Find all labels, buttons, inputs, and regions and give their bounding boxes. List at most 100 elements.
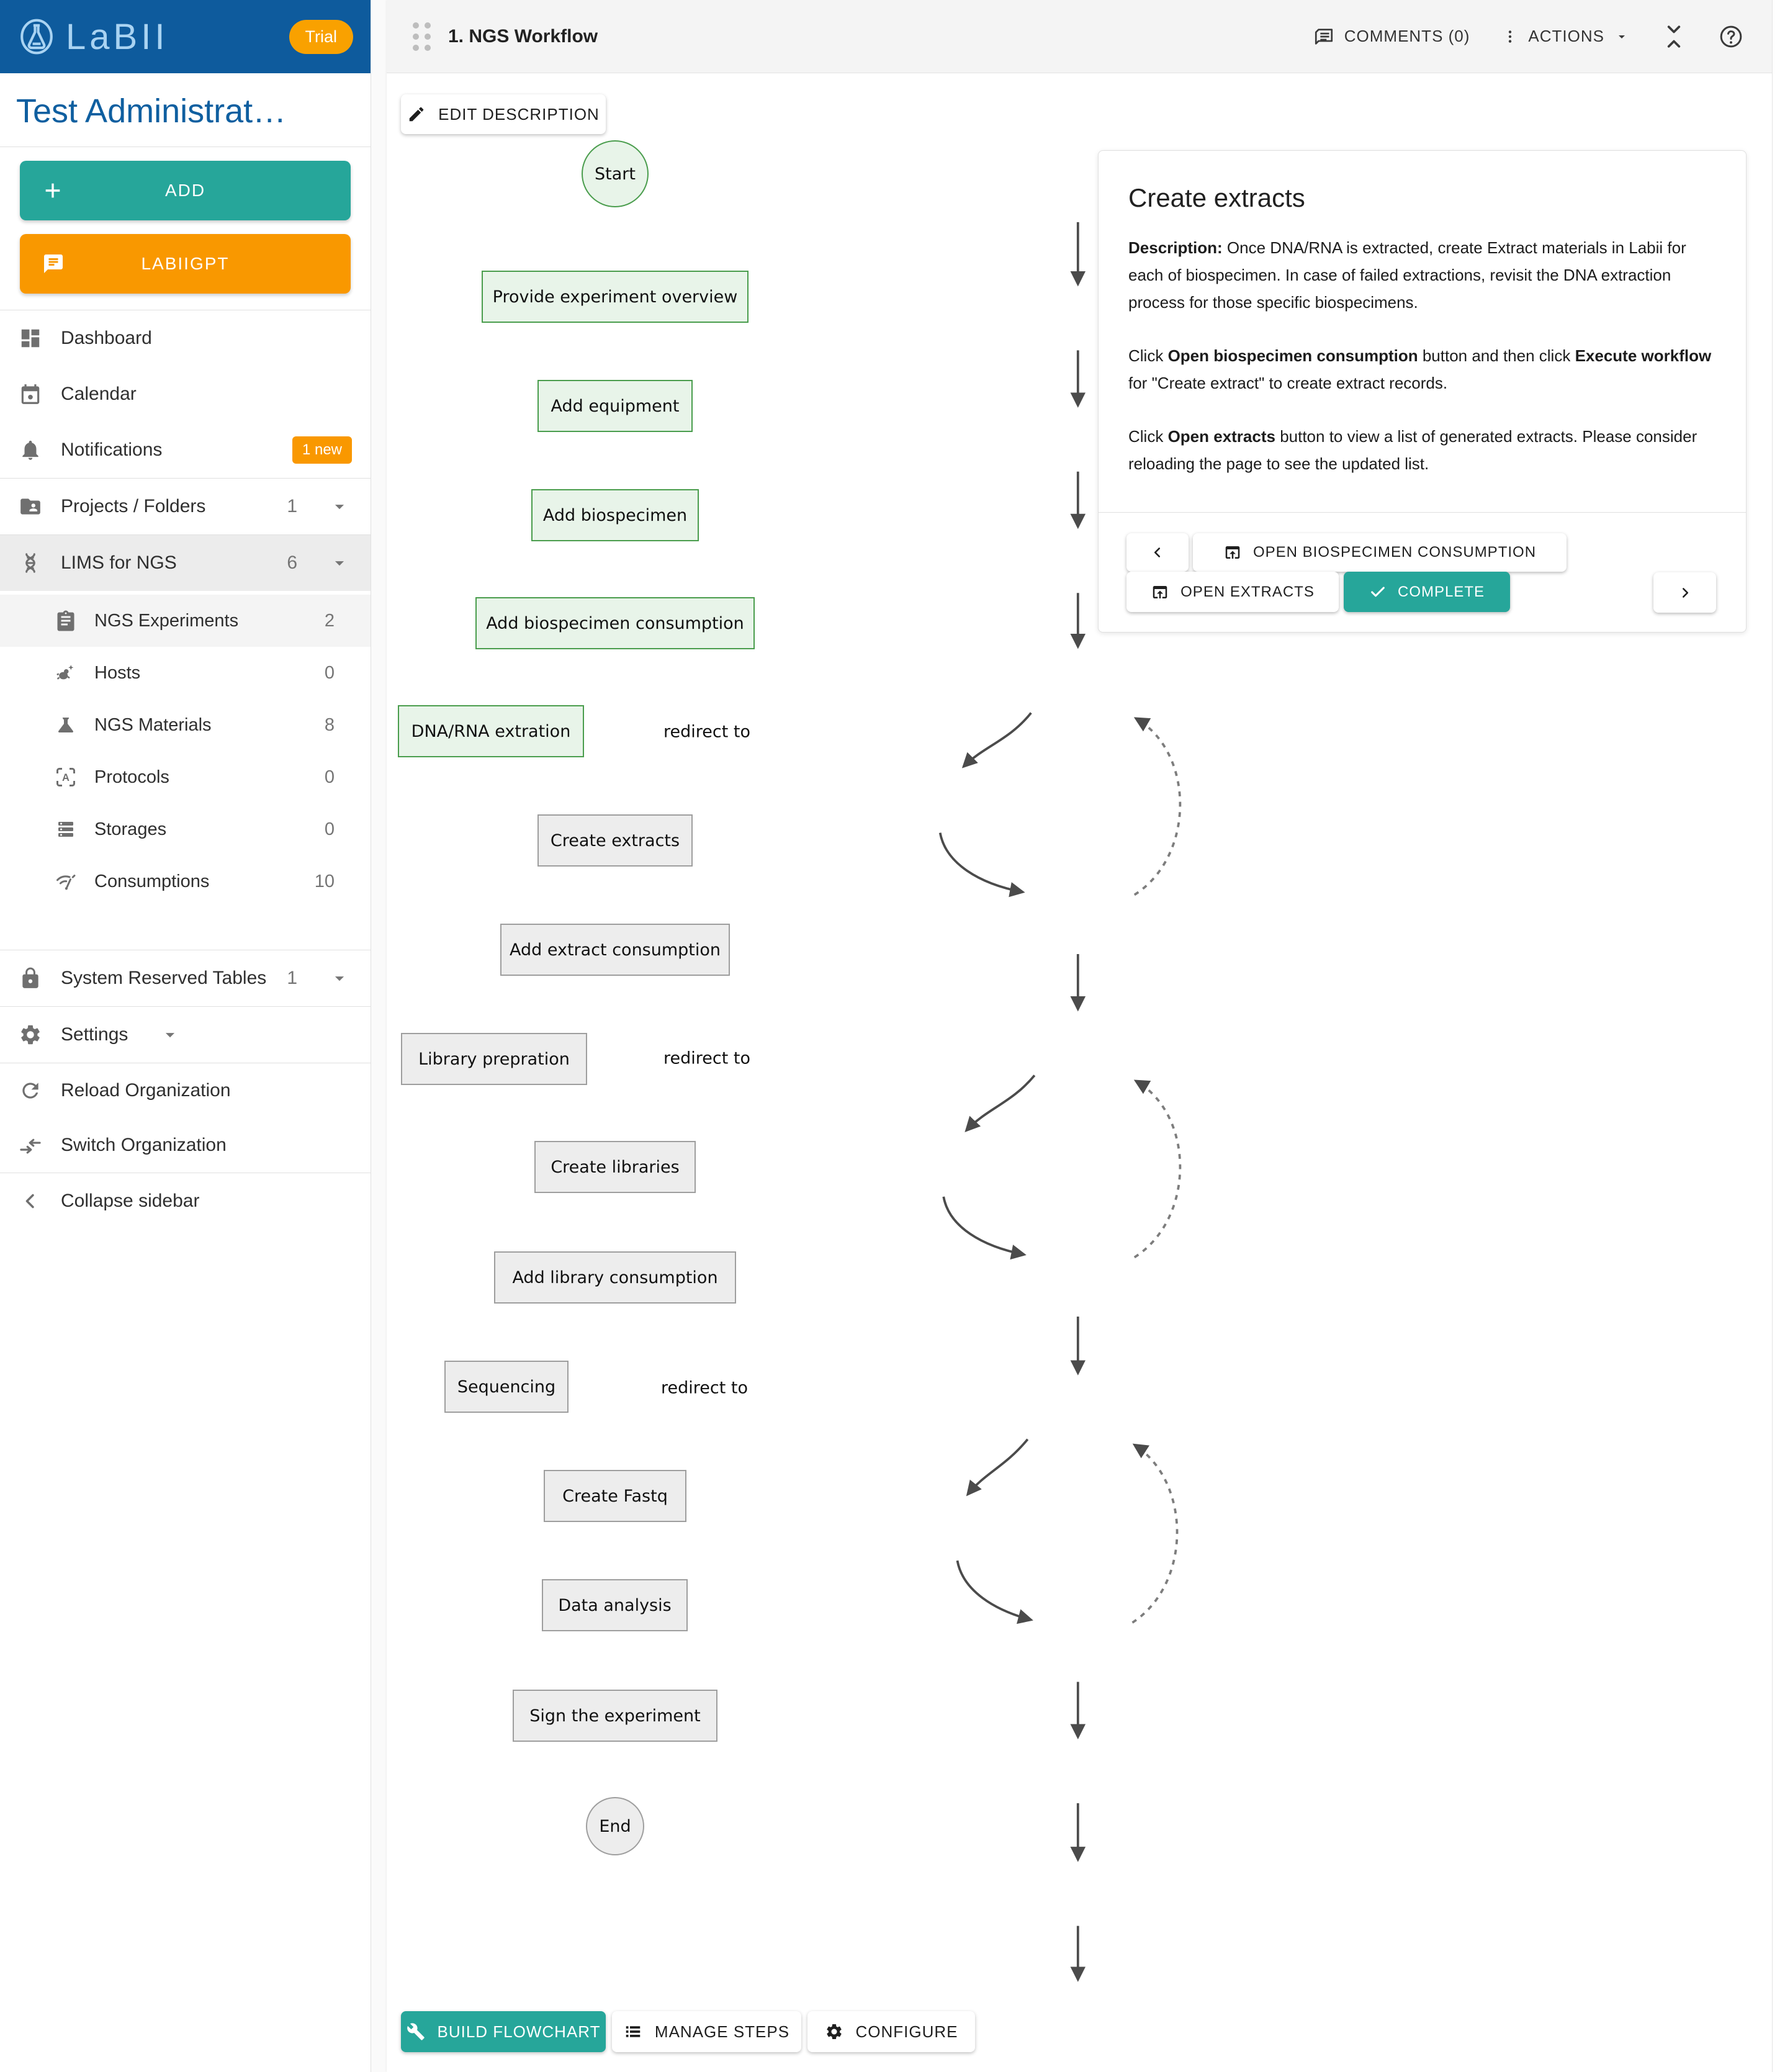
- sidebar-item-reload-organization[interactable]: Reload Organization: [0, 1063, 371, 1118]
- sidebar-item-storages[interactable]: Storages 0: [0, 803, 371, 855]
- folder-shared-icon: [19, 495, 42, 518]
- workflow-header: 1. NGS Workflow COMMENTS (0) ACTI: [387, 0, 1772, 73]
- lock-icon: [19, 966, 42, 990]
- help-icon[interactable]: [1719, 24, 1743, 49]
- flow-node-library-prepration[interactable]: Library prepration: [401, 1033, 587, 1085]
- sidebar-item-projects[interactable]: Projects / Folders 1: [0, 479, 371, 534]
- plus-icon: [42, 180, 63, 201]
- flow-node-add-extract-consumption[interactable]: Add extract consumption: [500, 924, 730, 976]
- clipboard-icon: [55, 610, 77, 632]
- flow-node-create-libraries[interactable]: Create libraries: [534, 1141, 696, 1193]
- flask-icon: [55, 714, 77, 736]
- sidebar-item-notifications[interactable]: Notifications 1 new: [0, 422, 371, 478]
- chevron-down-icon[interactable]: [327, 968, 352, 989]
- add-button[interactable]: ADD: [20, 161, 351, 220]
- edge-label-redirect-to: redirect to: [656, 719, 758, 744]
- gear-icon: [19, 1023, 42, 1047]
- collapse-section-icon[interactable]: [1661, 24, 1686, 49]
- refresh-icon: [19, 1079, 42, 1102]
- previous-step-button[interactable]: [1126, 533, 1189, 572]
- chevron-down-icon[interactable]: [158, 1024, 182, 1045]
- step-description: Description: Once DNA/RNA is extracted, …: [1099, 213, 1746, 477]
- sidebar-item-ngs-experiments[interactable]: NGS Experiments 2: [0, 595, 371, 647]
- open-in-browser-icon: [1223, 543, 1242, 562]
- projects-count: 1: [287, 496, 297, 516]
- edge-label-redirect-to: redirect to: [654, 1376, 755, 1400]
- build-flowchart-button[interactable]: BUILD FLOWCHART: [401, 2011, 606, 2052]
- open-biospecimen-consumption-button[interactable]: OPEN BIOSPECIMEN CONSUMPTION: [1193, 533, 1567, 572]
- divider: [0, 478, 371, 479]
- drag-handle-icon[interactable]: [413, 22, 431, 51]
- gear-icon: [825, 2022, 843, 2041]
- sidebar-item-hosts[interactable]: Hosts 0: [0, 647, 371, 699]
- sidebar-item-ngs-materials[interactable]: NGS Materials 8: [0, 699, 371, 751]
- page-title: 1. NGS Workflow: [448, 25, 598, 47]
- flow-node-dna-rna-extration[interactable]: DNA/RNA extration: [398, 705, 584, 757]
- sidebar-item-switch-organization[interactable]: Switch Organization: [0, 1118, 371, 1173]
- sidebar: LaBII Trial Test Administrat… ADD LABIIG…: [0, 0, 371, 2072]
- flow-node-sequencing[interactable]: Sequencing: [444, 1361, 569, 1413]
- divider: [0, 534, 371, 535]
- edit-description-button[interactable]: EDIT DESCRIPTION: [401, 94, 606, 134]
- pencil-icon: [407, 105, 426, 124]
- flow-node-create-extracts[interactable]: Create extracts: [537, 814, 693, 867]
- kebab-icon: [1502, 26, 1518, 47]
- next-step-button[interactable]: [1653, 572, 1716, 613]
- complete-button[interactable]: COMPLETE: [1344, 572, 1510, 612]
- dna-icon: [19, 551, 42, 575]
- sidebar-item-protocols[interactable]: A Protocols 0: [0, 751, 371, 803]
- configure-button[interactable]: CONFIGURE: [807, 2011, 975, 2052]
- check-icon: [1369, 583, 1387, 601]
- sidebar-item-settings[interactable]: Settings: [0, 1007, 371, 1063]
- flow-node-provide-experiment-overview[interactable]: Provide experiment overview: [482, 271, 749, 323]
- sidebar-item-calendar[interactable]: Calendar: [0, 366, 371, 422]
- sidebar-item-system-reserved-tables[interactable]: System Reserved Tables 1: [0, 950, 371, 1006]
- chevron-down-icon[interactable]: [327, 496, 352, 517]
- comments-button[interactable]: COMMENTS (0): [1313, 26, 1470, 47]
- labii-flask-icon: [17, 17, 56, 56]
- lims-count: 6: [287, 552, 297, 573]
- edge-label-redirect-to: redirect to: [656, 1046, 758, 1071]
- step-title: Create extracts: [1128, 183, 1305, 212]
- step-paragraph: Description: Once DNA/RNA is extracted, …: [1128, 238, 1686, 312]
- collapse-sidebar-button[interactable]: Collapse sidebar: [0, 1173, 371, 1229]
- sidebar-item-lims-for-ngs[interactable]: LIMS for NGS 6: [0, 535, 371, 591]
- organization-name-block: Test Administrat…: [0, 73, 371, 146]
- flow-node-add-library-consumption[interactable]: Add library consumption: [494, 1251, 736, 1304]
- chevron-down-icon[interactable]: [327, 552, 352, 574]
- actions-menu-button[interactable]: ACTIONS: [1502, 26, 1629, 47]
- flow-node-create-fastq[interactable]: Create Fastq: [544, 1470, 686, 1522]
- flow-node-add-biospecimen[interactable]: Add biospecimen: [531, 489, 699, 541]
- flow-node-data-analysis[interactable]: Data analysis: [542, 1579, 688, 1631]
- caret-down-icon: [1614, 26, 1629, 47]
- trial-badge[interactable]: Trial: [289, 19, 353, 54]
- step-paragraph: Click Open biospecimen consumption butto…: [1128, 346, 1712, 392]
- protocols-icon: A: [55, 766, 77, 788]
- list-icon: [624, 2022, 642, 2041]
- step-detail-card: Create extracts Description: Once DNA/RN…: [1098, 150, 1747, 633]
- flowchart-arrows: [938, 222, 1182, 1982]
- open-extracts-button[interactable]: OPEN EXTRACTS: [1126, 572, 1339, 612]
- flow-node-end[interactable]: End: [586, 1797, 644, 1855]
- bell-icon: [19, 438, 42, 462]
- chevron-right-icon: [1677, 583, 1693, 602]
- workflow-canvas: EDIT DESCRIPTION: [387, 73, 1772, 2072]
- storage-icon: [55, 818, 77, 840]
- flow-node-add-biospecimen-consumption[interactable]: Add biospecimen consumption: [475, 597, 755, 649]
- labii-logo[interactable]: LaBII: [17, 16, 168, 58]
- labiigpt-button[interactable]: LABIIGPT: [20, 234, 351, 294]
- divider: [0, 146, 371, 147]
- notifications-badge: 1 new: [292, 436, 352, 464]
- flow-node-start[interactable]: Start: [582, 140, 649, 207]
- manage-steps-button[interactable]: MANAGE STEPS: [612, 2011, 801, 2052]
- flow-node-sign-the-experiment[interactable]: Sign the experiment: [513, 1690, 717, 1742]
- flow-node-add-equipment[interactable]: Add equipment: [537, 380, 693, 432]
- sidebar-item-dashboard[interactable]: Dashboard: [0, 310, 371, 366]
- chevron-left-icon: [1149, 543, 1166, 562]
- switch-arrows-icon: [19, 1133, 42, 1157]
- organization-name: Test Administrat…: [16, 92, 287, 130]
- divider: [1099, 512, 1746, 513]
- sidebar-item-consumptions[interactable]: Consumptions 10: [0, 855, 371, 908]
- scrollbar-gutter[interactable]: [1772, 0, 1785, 2072]
